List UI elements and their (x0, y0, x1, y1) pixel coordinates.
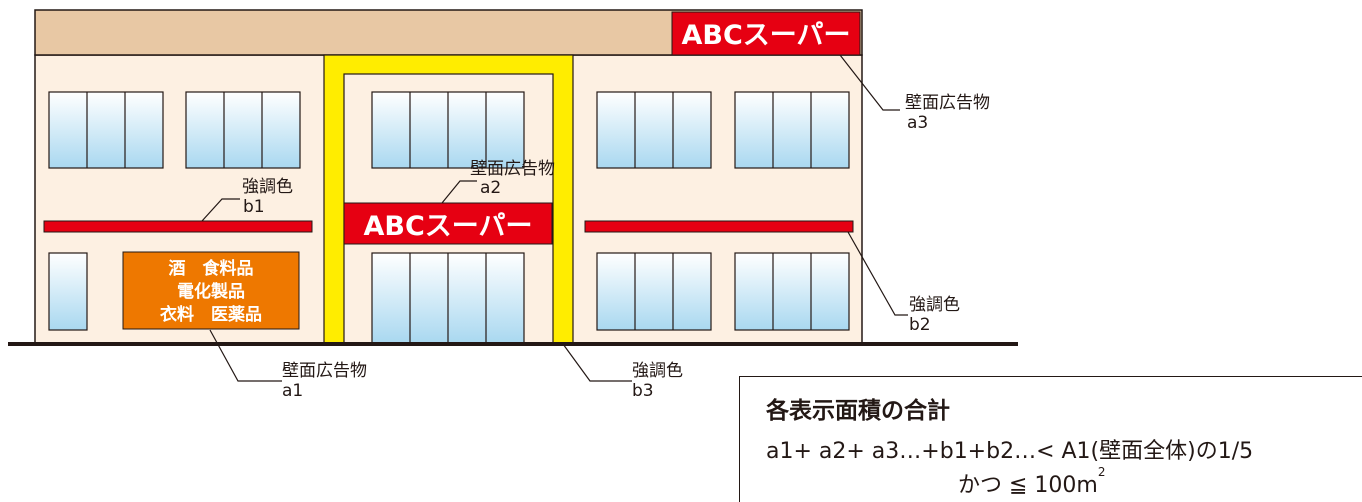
summary-box: 各表示面積の合計 a1+ a2+ a3…+b1+b2…< A1(壁面全体)の1/… (739, 376, 1362, 502)
orange-sign-line2: 電化製品 (177, 281, 245, 302)
window-group-right-upper-2 (734, 91, 850, 169)
leader-b1 (201, 198, 240, 222)
window-group-right-lower-2 (734, 252, 850, 331)
label-a2-code: a2 (480, 178, 501, 198)
summary-condition: かつ ≦ 100m2 (958, 465, 1106, 499)
summary-condition-text: かつ ≦ 100m (958, 473, 1098, 498)
label-b3-name: 強調色 (632, 361, 683, 381)
window-group-right-lower-1 (596, 252, 712, 331)
label-b2-code: b2 (909, 315, 931, 335)
leader-a2 (441, 180, 477, 204)
window-left-lower (48, 252, 88, 331)
sign-orange-a1 (122, 251, 300, 330)
label-a2-name: 壁面広告物 (470, 159, 555, 179)
sign-top-text: ABCスーパー (681, 20, 850, 51)
label-a1-name: 壁面広告物 (282, 361, 367, 381)
leader-b2 (847, 231, 908, 316)
window-group-left-upper-1 (48, 91, 164, 169)
leader-b3 (562, 343, 632, 382)
summary-formula: a1+ a2+ a3…+b1+b2…< A1(壁面全体)の1/5 (766, 439, 1254, 464)
label-a3-code: a3 (907, 113, 928, 133)
leader-a1 (209, 329, 282, 382)
window-group-left-upper-2 (185, 91, 301, 169)
sign-center-a2 (343, 202, 553, 245)
label-a1-code: a1 (282, 381, 303, 401)
sign-top-a3 (671, 11, 861, 56)
label-a3-name: 壁面広告物 (905, 93, 990, 113)
window-group-right-upper-1 (596, 91, 712, 169)
label-b3-code: b3 (632, 381, 654, 401)
label-b1-code: b1 (243, 197, 265, 217)
entrance-door (371, 252, 525, 344)
summary-condition-sup: 2 (1097, 465, 1106, 479)
accent-stripe-b1 (43, 220, 313, 233)
sign-center-text: ABCスーパー (363, 211, 532, 242)
orange-sign-line1: 酒 食料品 (169, 258, 254, 279)
orange-sign-line3: 衣料 医薬品 (160, 304, 262, 325)
leader-a3 (839, 54, 900, 111)
accent-stripe-b2 (584, 220, 854, 233)
label-b1-name: 強調色 (242, 177, 293, 197)
window-group-center-upper (371, 91, 525, 169)
label-b2-name: 強調色 (909, 295, 960, 315)
summary-title: 各表示面積の合計 (766, 398, 950, 424)
